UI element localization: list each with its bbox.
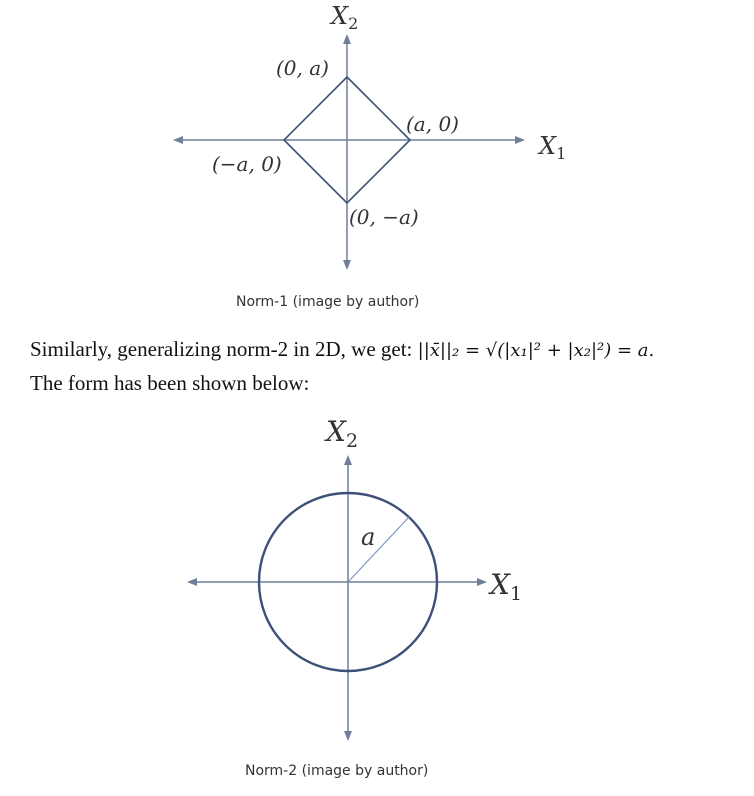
x2-axis-fig2-bottom-arrow xyxy=(344,731,352,741)
figure-1-caption: Norm-1 (image by author) xyxy=(236,294,420,310)
x2-axis-label: X2 xyxy=(329,2,358,33)
vertex-label-top: (0, a) xyxy=(276,56,329,80)
vertex-label-right: (a, 0) xyxy=(406,112,459,136)
x1-axis-label: X1 xyxy=(537,132,566,163)
norm-1-diamond xyxy=(282,75,412,205)
x2-axis-label-fig2: X2 xyxy=(324,415,358,452)
x2-axis-top-arrow xyxy=(343,34,351,44)
x1-axis-right-arrow xyxy=(515,136,525,144)
vertex-label-bottom: (0, −a) xyxy=(349,205,419,229)
x2-axis-fig2-top-arrow xyxy=(344,455,352,465)
x1-axis-left-arrow xyxy=(173,136,183,144)
x2-axis-bottom-arrow xyxy=(343,260,351,270)
x1-axis-fig2-left-arrow xyxy=(187,578,197,586)
x1-axis-label-fig2: X1 xyxy=(488,568,522,605)
paragraph-line-1: Similarly, generalizing norm-2 in 2D, we… xyxy=(30,337,654,362)
x1-axis-fig2-right-arrow xyxy=(477,578,487,586)
norm-2-circle xyxy=(257,491,439,673)
norm-2-formula: ||x̄||₂ = √(|x₁|² + |x₂|²) = a. xyxy=(417,340,655,361)
vertex-label-left: (−a, 0) xyxy=(212,152,282,176)
paragraph-line-2: The form has been shown below: xyxy=(30,371,310,395)
radius-line xyxy=(347,516,410,583)
radius-label: a xyxy=(361,523,375,551)
paragraph-line-1-text: Similarly, generalizing norm-2 in 2D, we… xyxy=(30,337,418,361)
figure-2-caption: Norm-2 (image by author) xyxy=(245,763,429,779)
